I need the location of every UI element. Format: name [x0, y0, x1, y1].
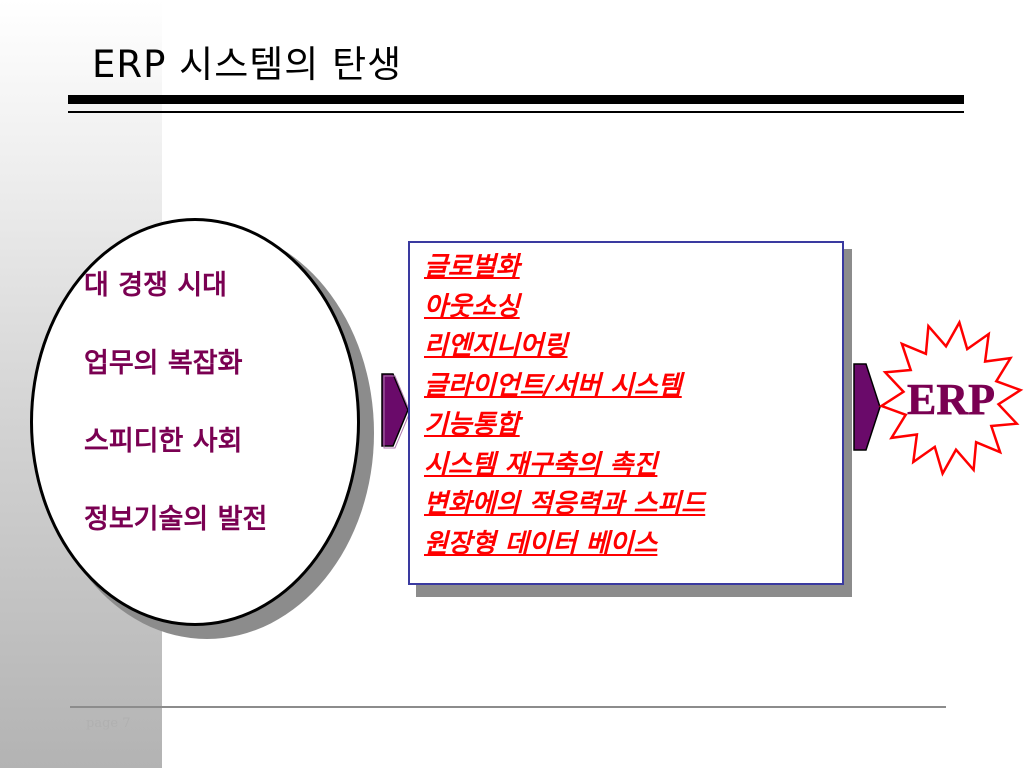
- era-item: 업무의 복잡화: [84, 348, 243, 379]
- factor-box: [408, 241, 844, 585]
- factor-item: 원장형 데이터 베이스: [424, 528, 658, 559]
- factor-item: 시스템 재구축의 촉진: [424, 449, 658, 480]
- era-item: 대 경쟁 시대: [84, 270, 227, 301]
- factor-list: 글로벌화 아웃소싱 리엔지니어링 글라이언트/서버 시스템 기능통합 시스템 재…: [424, 248, 705, 564]
- factor-item: 아웃소싱: [424, 291, 520, 322]
- era-item: 정보기술의 발전: [84, 504, 268, 535]
- footer-rule: [70, 706, 946, 708]
- page-number: page 7: [86, 716, 131, 731]
- right-arrow-icon: [381, 373, 411, 449]
- factor-item: 기능통합: [424, 410, 520, 440]
- title-rule-thick: [68, 95, 964, 104]
- slide-title: ERP 시스템의 탄생: [92, 43, 403, 86]
- era-list: 대 경쟁 시대 업무의 복잡화 스피디한 사회 정보기술의 발전: [84, 266, 267, 578]
- starburst-shape: [878, 319, 1024, 477]
- era-item: 스피디한 사회: [84, 426, 243, 457]
- starburst-icon: ERP: [878, 319, 1024, 477]
- factor-item: 리엔지니어링: [424, 331, 568, 361]
- right-arrow-icon: [853, 363, 881, 451]
- factor-item: 글라이언트/서버 시스템: [424, 370, 682, 401]
- title-rule-thin: [68, 111, 964, 113]
- factor-item: 변화에의 적응력과 스피드: [424, 489, 706, 519]
- erp-label: ERP: [907, 375, 995, 424]
- factor-item: 글로벌화: [424, 252, 520, 282]
- era-ellipse: [30, 218, 360, 626]
